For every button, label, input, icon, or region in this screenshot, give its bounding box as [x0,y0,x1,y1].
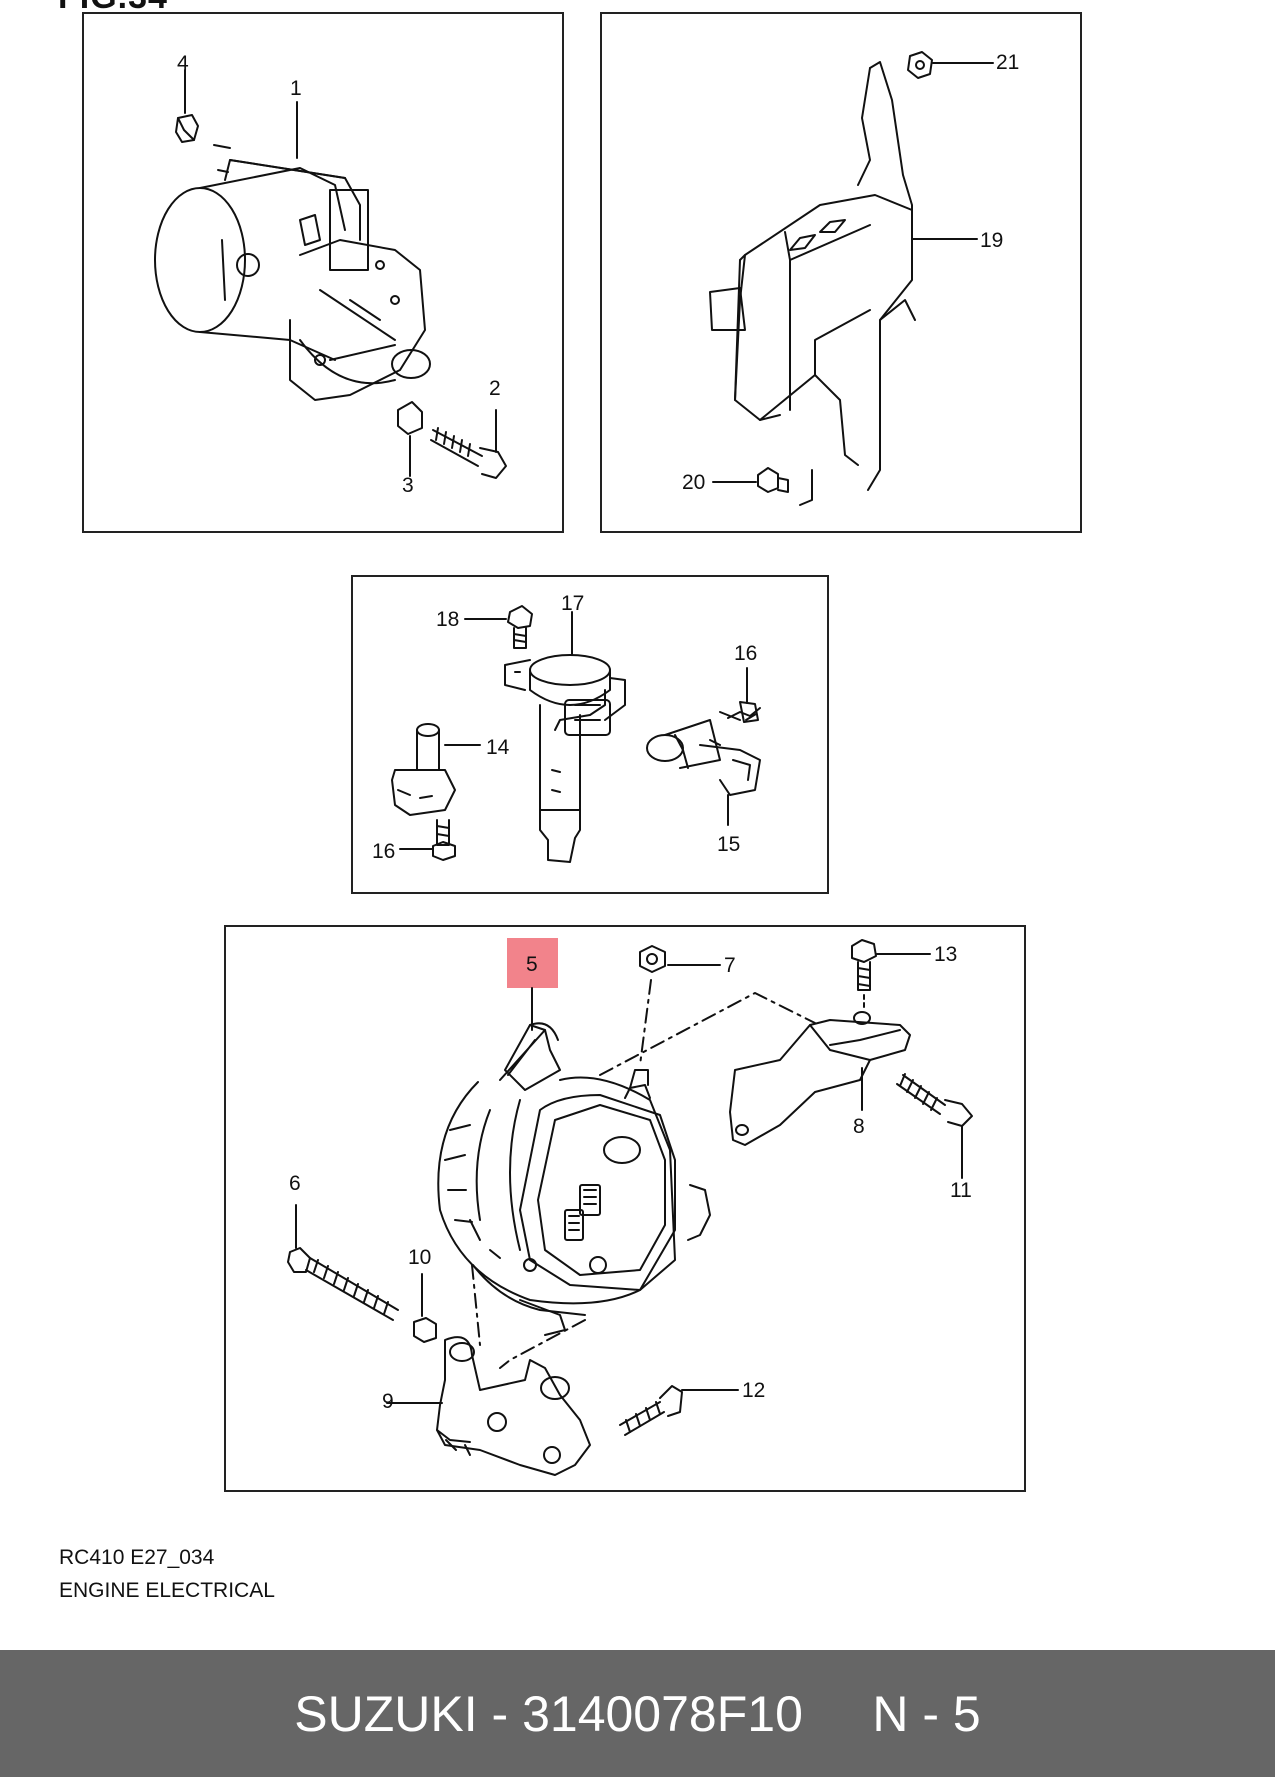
ignition-coil-icon [504,654,626,863]
bracket-icon [386,1336,591,1476]
nut-icon [639,945,721,973]
callout-19: 19 [980,229,1004,252]
nut-icon [175,69,199,143]
callout-21: 21 [996,51,1020,74]
callout-13: 13 [934,943,958,966]
sensor-icon [391,723,481,816]
bolt-icon [287,1204,399,1321]
callout-15: 15 [717,833,741,856]
bolt-icon [619,1385,739,1436]
section-title: ENGINE ELECTRICAL [59,1579,275,1602]
callout-16-upper: 16 [734,642,758,665]
panel-starter [82,12,564,533]
callout-7: 7 [724,954,736,977]
footer-note: N - 5 [872,1685,981,1742]
panel-ignition [351,575,829,894]
bolt-icon [464,605,533,649]
bushing-icon [397,401,423,477]
bolt-icon [896,1073,973,1179]
ecu-icon [709,61,916,506]
footer-part-number: 3140078F10 [522,1685,803,1742]
bolt-icon [712,467,789,493]
callout-2: 2 [489,377,501,400]
nut-icon [907,51,994,79]
callout-20: 20 [682,471,706,494]
bolt-icon [719,667,761,723]
callout-3: 3 [402,474,414,497]
starter-motor-icon [154,144,431,401]
callout-6: 6 [289,1172,301,1195]
bracket-icon [729,1011,911,1146]
sensor-icon [646,719,761,826]
callout-14: 14 [486,736,510,759]
footer-separator: - [477,1685,523,1742]
callout-5-highlight [507,938,558,988]
bolt-icon [430,409,507,479]
panel-ecu [600,12,1082,533]
panel-alternator [224,925,1026,1492]
footer-bar: SUZUKI - 3140078F10 N - 5 [0,1650,1275,1777]
callout-4: 4 [177,52,189,75]
footer-gap [803,1685,872,1743]
alternator-icon [437,1022,711,1336]
callout-5: 5 [526,953,538,976]
bolt-icon [851,939,931,991]
bushing-icon [413,1273,437,1343]
bolt-icon [399,819,456,861]
callout-18: 18 [436,608,460,631]
callout-8: 8 [853,1115,865,1138]
callout-12: 12 [742,1379,766,1402]
diagram-code: RC410 E27_034 [59,1546,215,1569]
callout-9: 9 [382,1390,394,1413]
callout-1: 1 [290,77,302,100]
callout-16-lower: 16 [372,840,396,863]
callout-17: 17 [561,592,585,615]
callout-11: 11 [950,1179,972,1202]
footer-brand: SUZUKI [294,1685,478,1742]
callout-10: 10 [408,1246,432,1269]
